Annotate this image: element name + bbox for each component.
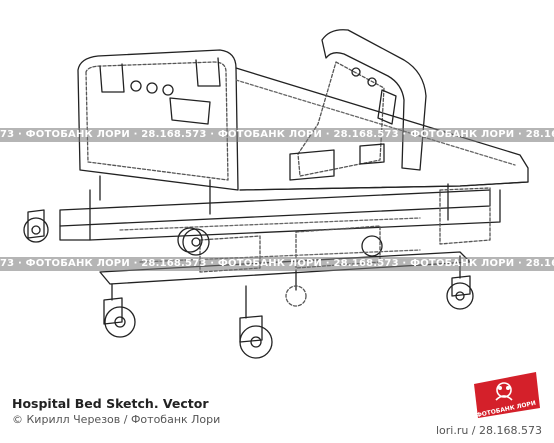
watermark-band: 73 · ФОТОБАНК ЛОРИ · 28.168.573 · ФОТОБА…	[0, 257, 554, 271]
backrest	[289, 29, 427, 181]
watermark-text: 73 · ФОТОБАНК ЛОРИ · 28.168.573 · ФОТОБА…	[0, 258, 554, 269]
headboard	[77, 49, 239, 191]
side-frame	[59, 175, 501, 273]
caster-wheel	[182, 228, 210, 256]
image-title: Hospital Bed Sketch. Vector	[12, 396, 209, 411]
watermark-text: 73 · ФОТОБАНК ЛОРИ · 28.168.573 · ФОТОБА…	[0, 129, 554, 140]
caster-wheel	[23, 209, 49, 243]
caster-wheel	[446, 275, 474, 310]
wheels	[23, 209, 474, 359]
lori-logo-badge	[474, 372, 540, 418]
caster-wheel	[239, 315, 273, 359]
caster-wheel	[103, 297, 136, 338]
image-credit: © Кирилл Черезов / Фотобанк Лори	[12, 413, 221, 426]
caster-wheel	[285, 285, 307, 307]
image-reference[interactable]: lori.ru / 28.168.573	[435, 424, 542, 437]
watermark-band: 73 · ФОТОБАНК ЛОРИ · 28.168.573 · ФОТОБА…	[0, 128, 554, 142]
hospital-bed-sketch	[23, 29, 529, 359]
